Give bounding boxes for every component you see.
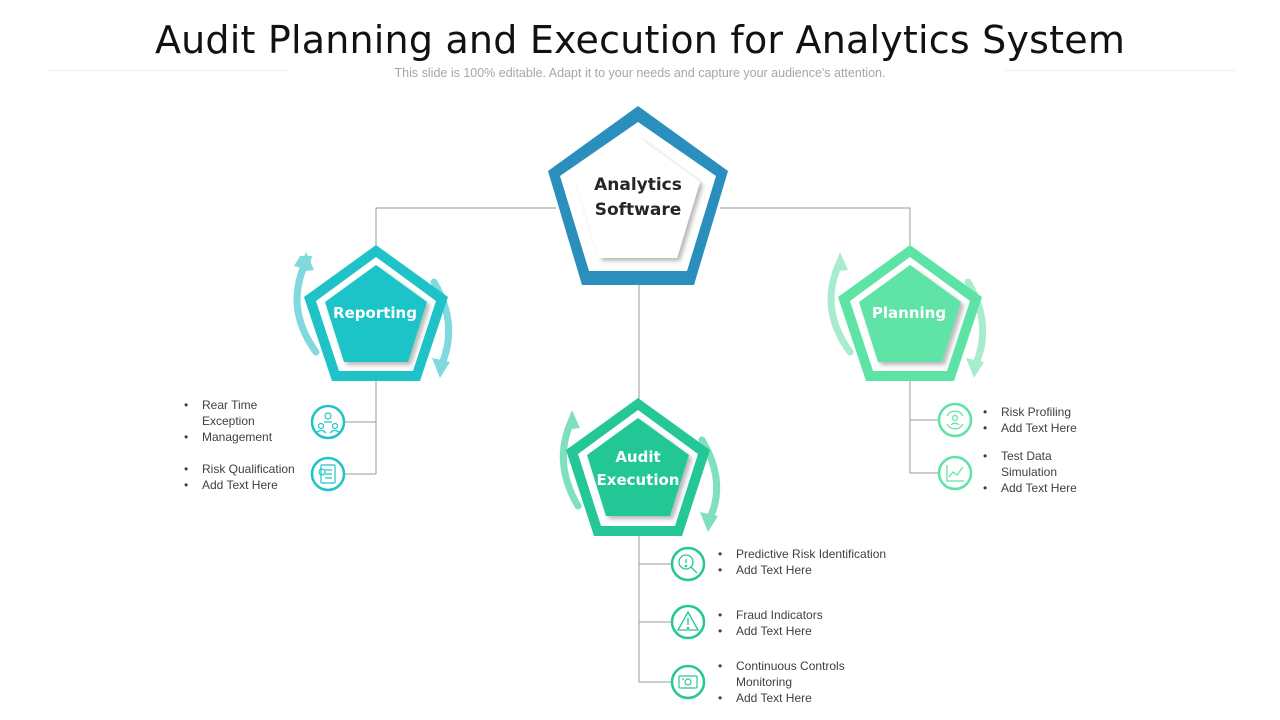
bullet-text: Management [184, 429, 314, 445]
monitor-icon [670, 664, 706, 700]
planning-item-1-text: Risk Profiling Add Text Here [983, 404, 1113, 436]
planning-cycle-arrow-left [827, 258, 854, 356]
planning-label: Planning [872, 304, 946, 322]
execution-item-1-text: Predictive Risk Identification Add Text … [718, 546, 938, 578]
bullet-text: Add Text Here [718, 623, 938, 639]
bullet-text: Continuous Controls [718, 658, 938, 674]
planning-pentagon: Planning [827, 245, 987, 381]
execution-arrowhead-top [564, 410, 580, 430]
document-icon [310, 456, 346, 492]
slide-title: Audit Planning and Execution for Analyti… [154, 18, 1126, 62]
title-divider-left [48, 70, 288, 71]
bullet-text: Add Text Here [983, 420, 1113, 436]
bullet-text: Add Text Here [718, 690, 938, 706]
reporting-cycle-arrow-left [293, 258, 320, 356]
audit-execution-pentagon: Audit Execution [559, 398, 721, 536]
planning-arrowhead-top [832, 252, 848, 272]
bullet-text: Add Text Here [718, 562, 938, 578]
bullet-text: Add Text Here [983, 480, 1113, 496]
center-label-line1: Analytics [594, 175, 682, 195]
bullet-text: Predictive Risk Identification [718, 546, 938, 562]
execution-label-line1: Audit [615, 448, 660, 466]
reporting-item-2-text: Risk Qualification Add Text Here [184, 461, 314, 493]
bullet-text: Add Text Here [184, 477, 314, 493]
magnifier-icon [670, 546, 706, 582]
bullet-text: Risk Qualification [184, 461, 314, 477]
reporting-arrowhead-bottom [432, 358, 450, 378]
people-icon [310, 404, 346, 440]
planning-arrowhead-bottom [966, 358, 984, 378]
slide-subtitle: This slide is 100% editable. Adapt it to… [394, 66, 886, 80]
title-divider-right [1005, 70, 1235, 71]
bullet-continuation: Simulation [1001, 465, 1058, 479]
execution-item-2-text: Fraud Indicators Add Text Here [718, 607, 938, 639]
analytics-software-pentagon: Analytics Software [548, 106, 728, 285]
reporting-label: Reporting [333, 304, 417, 322]
line-chart-icon [937, 455, 973, 491]
bullet-text: Risk Profiling [983, 404, 1113, 420]
execution-item-3-text: Continuous Controls Monitoring Add Text … [718, 658, 938, 706]
warning-icon [670, 604, 706, 640]
bullet-text: Test Data [983, 448, 1113, 464]
bullet-text: Fraud Indicators [718, 607, 938, 623]
user-cycle-icon [937, 402, 973, 438]
bullet-continuation: Monitoring [736, 675, 793, 689]
planning-item-2-text: Test Data Simulation Add Text Here [983, 448, 1113, 496]
execution-arrowhead-bottom [700, 512, 718, 532]
center-label-line2: Software [595, 200, 682, 220]
execution-label-line2: Execution [597, 471, 680, 489]
reporting-arrowhead-top [298, 252, 314, 272]
bullet-continuation: Exception [202, 414, 255, 428]
bullet-text: Rear Time [184, 397, 314, 413]
reporting-pentagon: Reporting [293, 245, 453, 381]
reporting-item-1-text: Rear Time Exception Management [184, 397, 314, 445]
